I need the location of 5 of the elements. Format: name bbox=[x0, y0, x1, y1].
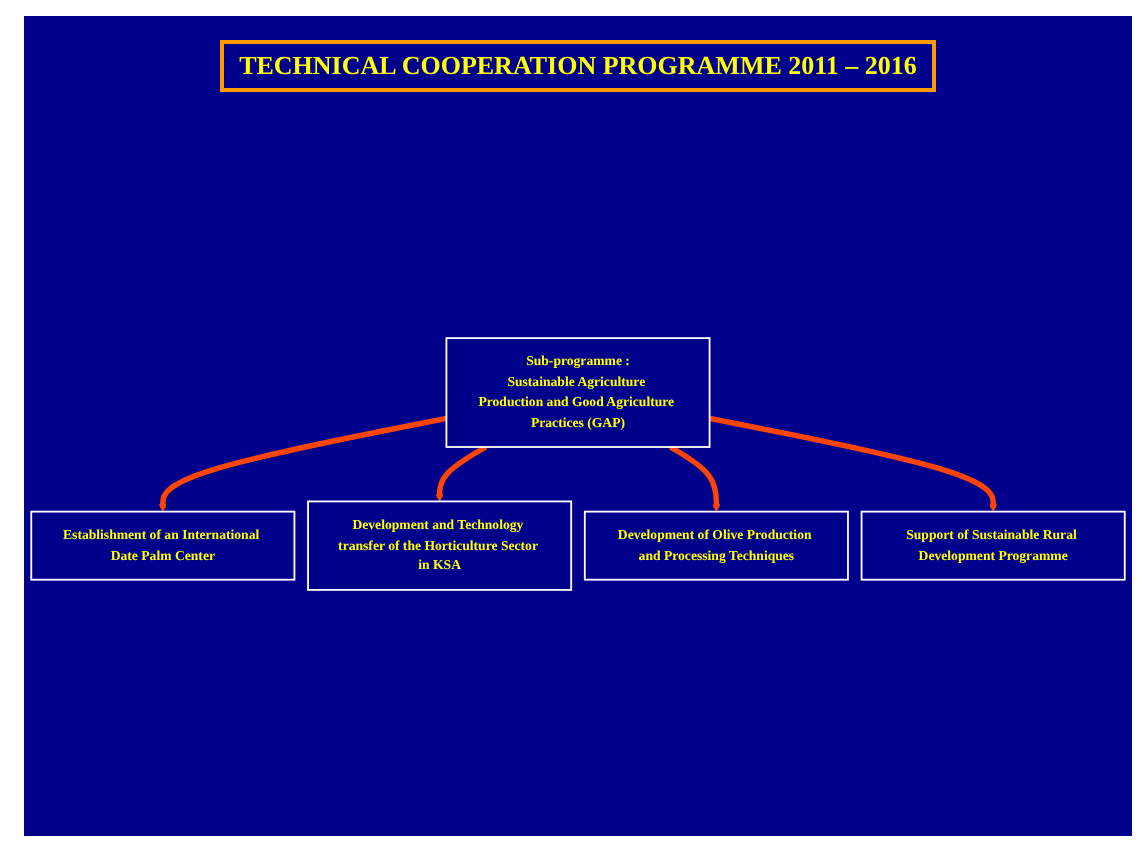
title: TECHNICAL COOPERATION PROGRAMME 2011 – 2016 bbox=[219, 40, 937, 92]
arrow bbox=[435, 444, 488, 502]
arrow bbox=[709, 415, 998, 512]
arrow bbox=[668, 444, 721, 512]
arrow bbox=[158, 415, 447, 512]
